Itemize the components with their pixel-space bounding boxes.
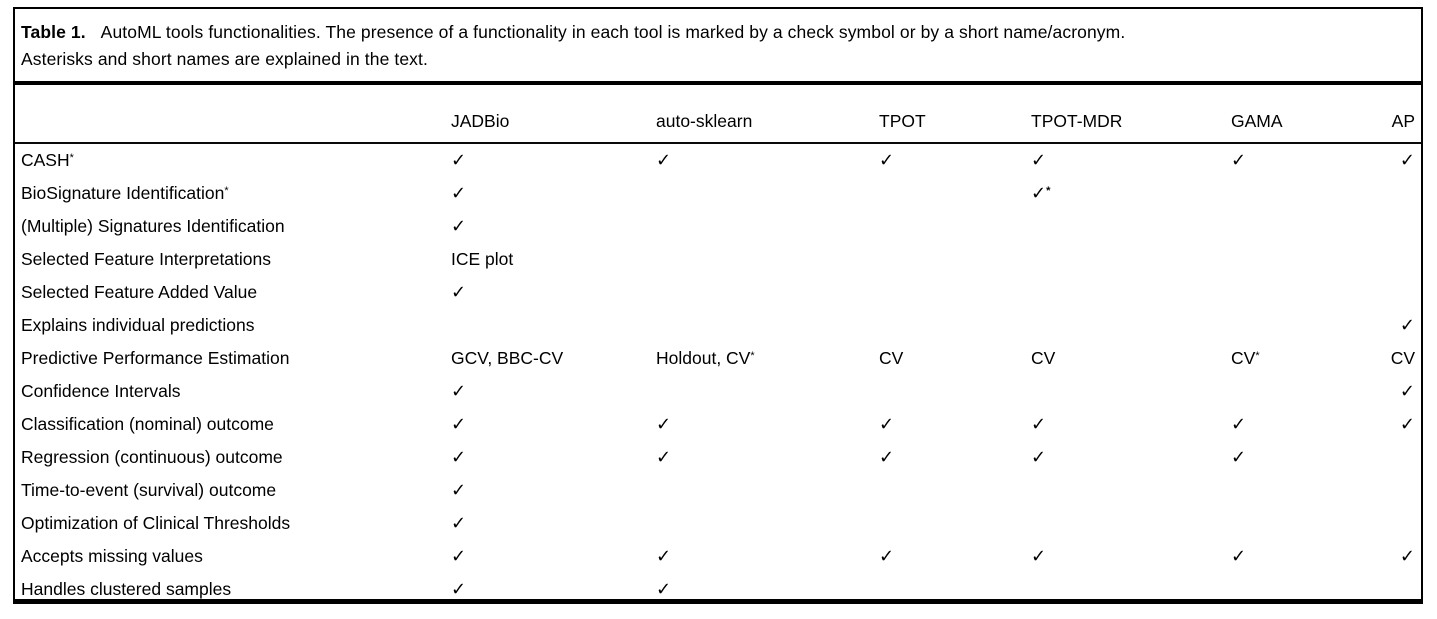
asterisk-superscript: * [69, 152, 74, 165]
table-cell: CV [1390, 348, 1415, 368]
table-row: Selected Feature Added Value ✓ [15, 276, 1421, 309]
table-body: CASH* ✓ ✓ ✓ ✓ ✓ ✓ BioSignature Identification* ✓… [15, 144, 1421, 606]
header-cell-auto-sklearn: auto-sklearn [656, 111, 753, 131]
table-cell: CV* [1231, 348, 1260, 368]
row-label: BioSignature Identification* [21, 183, 229, 203]
caption-text: AutoML tools functionalities. The presen… [100, 22, 1126, 42]
table-header-row: JADBio auto-sklearn TPOT TPOT-MDR GAMA AP [15, 85, 1421, 142]
caption-line-2: Asterisks and short names are explained … [21, 49, 428, 69]
table-cell: ✓ [451, 447, 467, 467]
table-cell: ✓ [1399, 414, 1415, 434]
header-cell-gama: GAMA [1231, 111, 1283, 131]
table-frame: Table 1. AutoML tools functionalities. Th… [13, 7, 1423, 604]
row-label: Handles clustered samples [21, 579, 232, 599]
table-cell: ✓ [451, 414, 467, 434]
row-label: Time-to-event (survival) outcome [21, 480, 277, 500]
table-cell: ✓ [451, 216, 467, 236]
table-cell: CV [879, 348, 904, 368]
table-cell: ✓ [1031, 414, 1047, 434]
table-row: Regression (continuous) outcome ✓ ✓ ✓ ✓ ✓ [15, 441, 1421, 474]
table-cell: ✓ [656, 579, 672, 599]
table-cell: ✓ [1231, 546, 1247, 566]
asterisk-superscript: * [1255, 350, 1260, 363]
table-cell: ✓ [451, 282, 467, 302]
row-label: Classification (nominal) outcome [21, 414, 274, 434]
row-label: Regression (continuous) outcome [21, 447, 283, 467]
table-cell: ✓ [879, 447, 895, 467]
table-cell: ✓ [451, 546, 467, 566]
table-cell: ✓ [1231, 150, 1247, 170]
table-cell: ✓ [1399, 315, 1415, 335]
table-row: Classification (nominal) outcome ✓ ✓ ✓ ✓ ✓ ✓ [15, 408, 1421, 441]
table-cell: ✓ [1231, 414, 1247, 434]
table-cell: ✓ [879, 546, 895, 566]
caption-rule [15, 81, 1421, 85]
table-cell: Holdout, CV* [656, 348, 755, 368]
table-cell: ✓* [1031, 183, 1051, 203]
header-cell-jadbio: JADBio [451, 111, 510, 131]
table-row: Confidence Intervals ✓ ✓ [15, 375, 1421, 408]
table-cell: ✓ [451, 381, 467, 401]
table-cell: ✓ [451, 480, 467, 500]
table-cell: GCV, BBC-CV [451, 348, 564, 368]
table-cell: ✓ [656, 447, 672, 467]
header-cell-tpot-mdr: TPOT-MDR [1031, 111, 1123, 131]
header-cell-tpot: TPOT [879, 111, 926, 131]
table-caption: Table 1. AutoML tools functionalities. Th… [15, 9, 1421, 73]
row-label: Explains individual predictions [21, 315, 255, 335]
row-label: Predictive Performance Estimation [21, 348, 290, 368]
row-label: Confidence Intervals [21, 381, 181, 401]
row-label: Optimization of Clinical Thresholds [21, 513, 291, 533]
table-cell: ✓ [1031, 546, 1047, 566]
caption-line-1: Table 1. AutoML tools functionalities. Th… [21, 19, 1413, 46]
asterisk-superscript: * [1046, 184, 1051, 197]
table-cell: ✓ [1399, 381, 1415, 401]
row-label: Selected Feature Interpretations [21, 249, 272, 269]
table-cell: ✓ [451, 579, 467, 599]
table-cell: ✓ [451, 513, 467, 533]
header-rule [15, 142, 1421, 144]
row-label: (Multiple) Signatures Identification [21, 216, 285, 236]
table-cell: ✓ [1399, 150, 1415, 170]
row-label: Selected Feature Added Value [21, 282, 258, 302]
table-cell: ✓ [1399, 546, 1415, 566]
table-row: Selected Feature Interpretations ICE plot [15, 243, 1421, 276]
table-row: CASH* ✓ ✓ ✓ ✓ ✓ ✓ [15, 144, 1421, 177]
asterisk-superscript: * [224, 185, 229, 198]
table-cell: CV [1031, 348, 1056, 368]
table-row: Predictive Performance Estimation GCV, BB… [15, 342, 1421, 375]
table-cell: ✓ [451, 183, 467, 203]
table-cell: ✓ [1231, 447, 1247, 467]
table-cell: ✓ [451, 150, 467, 170]
table-cell: ✓ [1031, 150, 1047, 170]
table-cell: ✓ [656, 150, 672, 170]
table-cell: ICE plot [451, 249, 514, 269]
table-row: Explains individual predictions ✓ [15, 309, 1421, 342]
header-cell-ap: AP [1391, 111, 1415, 131]
table-row: Time-to-event (survival) outcome ✓ [15, 474, 1421, 507]
table-row: (Multiple) Signatures Identification ✓ [15, 210, 1421, 243]
table-row: Accepts missing values ✓ ✓ ✓ ✓ ✓ ✓ [15, 540, 1421, 573]
table-row: Handles clustered samples ✓ ✓ [15, 573, 1421, 606]
table-cell: ✓ [879, 414, 895, 434]
row-label: CASH* [21, 150, 74, 170]
table-cell: ✓ [656, 546, 672, 566]
table-cell: ✓ [879, 150, 895, 170]
table-row: Optimization of Clinical Thresholds ✓ [15, 507, 1421, 540]
row-label: Accepts missing values [21, 546, 203, 566]
asterisk-superscript: * [750, 350, 755, 363]
table-number: Table 1. [21, 22, 86, 42]
table-cell: ✓ [1031, 447, 1047, 467]
table-row: BioSignature Identification* ✓ ✓* [15, 177, 1421, 210]
table-cell: ✓ [656, 414, 672, 434]
